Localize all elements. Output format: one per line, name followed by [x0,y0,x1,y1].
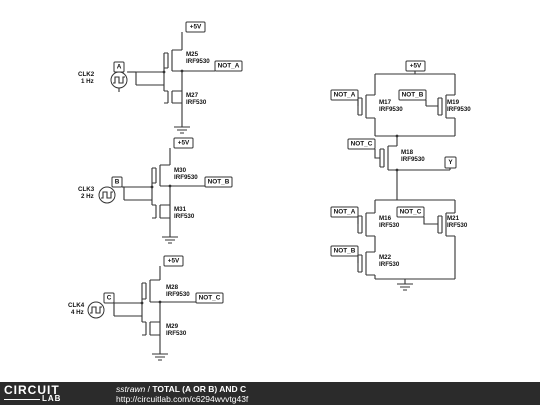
m29-label: M29 [166,323,179,330]
clk4-name: CLK4 [68,302,85,309]
input-a-label: A [117,64,122,71]
m27-label: M27 [186,92,199,99]
logo-text-lab: LAB [42,394,62,403]
m18-input-pin [347,138,376,150]
m18-part: IRF9530 [401,156,425,163]
m21-input-label: NOT_C [400,209,422,216]
input-b-pin [111,176,123,188]
m22-part: IRF530 [379,261,400,268]
m19-part: IRF9530 [447,106,471,113]
logo-divider [4,399,40,400]
byline-separator: / [145,384,153,394]
gate-network: +5V M17 IRF9530 M19 IRF9530 NOT_A NOT_B … [330,60,471,291]
y-output-pin [444,156,457,169]
m16-part: IRF530 [379,222,400,229]
m18-input-label: NOT_C [351,141,373,148]
vdd-pin-c [163,255,184,267]
m28-label: M28 [166,284,179,291]
m17-input-pin [330,89,359,101]
m31-label: M31 [174,206,187,213]
circuit-url[interactable]: http://circuitlab.com/c6294wvvtg43f [116,394,249,404]
schematic-canvas: +5V M25 IRF9530 M27 IRF530 NOT_A A CLK2 … [68,21,472,361]
not-c-output-pin [195,292,224,304]
m29-part: IRF530 [166,330,187,337]
inverter-a: +5V M25 IRF9530 M27 IRF530 NOT_A A CLK2 … [78,21,243,134]
vdd-pin-a [185,21,206,33]
m17-part: IRF9530 [379,106,403,113]
input-c-pin [103,292,115,304]
logo-text-circuit: CIRCUIT [4,383,60,397]
not-a-output-label: NOT_A [218,63,240,70]
m18-label: M18 [401,149,414,156]
not-c-output-label: NOT_C [199,295,221,302]
circuit-byline: sstrawn / TOTAL (A OR B) AND C [116,384,246,394]
not-b-output-label: NOT_B [208,179,230,186]
clk2-freq: 1 Hz [81,78,94,85]
inverter-b: +5V M30 IRF9530 M31 IRF530 NOT_B B CLK3 … [78,137,233,244]
m17-input-label: NOT_A [334,92,356,99]
vdd-label-c: +5V [168,258,180,265]
vdd-pin-b [173,137,194,149]
m22-input-label: NOT_B [334,248,356,255]
m25-label: M25 [186,51,199,58]
not-b-output-pin [204,176,233,188]
m16-label: M16 [379,215,392,222]
m21-input-pin [396,206,425,218]
vdd-label-b: +5V [178,140,190,147]
m17-label: M17 [379,99,392,106]
clk4-freq: 4 Hz [71,309,84,316]
m22-label: M22 [379,254,392,261]
clk3-name: CLK3 [78,186,95,193]
clk3-freq: 2 Hz [81,193,94,200]
m16-input-label: NOT_A [334,209,356,216]
footer-bar: CIRCUIT LAB sstrawn / TOTAL (A OR B) AND… [0,382,540,405]
m30-part: IRF9530 [174,174,198,181]
m16-input-pin [330,206,359,218]
inverter-c: +5V M28 IRF9530 M29 IRF530 NOT_C C CLK4 … [68,255,224,361]
m30-label: M30 [174,167,187,174]
m25-part: IRF9530 [186,58,210,65]
m19-label: M19 [447,99,460,106]
input-c-label: C [107,295,112,302]
m19-input-pin [398,89,427,101]
m31-part: IRF530 [174,213,195,220]
m22-input-pin [330,245,359,257]
m21-part: IRF530 [447,222,468,229]
input-b-label: B [115,179,120,186]
schematic-diagram: +5V M25 IRF9530 M27 IRF530 NOT_A A CLK2 … [68,21,471,361]
y-output-label: Y [448,159,453,166]
vdd-label-a: +5V [190,24,202,31]
clk2-name: CLK2 [78,71,95,78]
m27-part: IRF530 [186,99,207,106]
circuitlab-logo[interactable]: CIRCUIT LAB [4,384,96,403]
m19-input-label: NOT_B [402,92,424,99]
not-a-output-pin [214,60,243,72]
vdd-label-gate: +5V [410,63,422,70]
circuit-title: TOTAL (A OR B) AND C [152,384,247,394]
m28-part: IRF9530 [166,291,190,298]
author-link[interactable]: sstrawn [116,384,146,394]
m21-label: M21 [447,215,460,222]
